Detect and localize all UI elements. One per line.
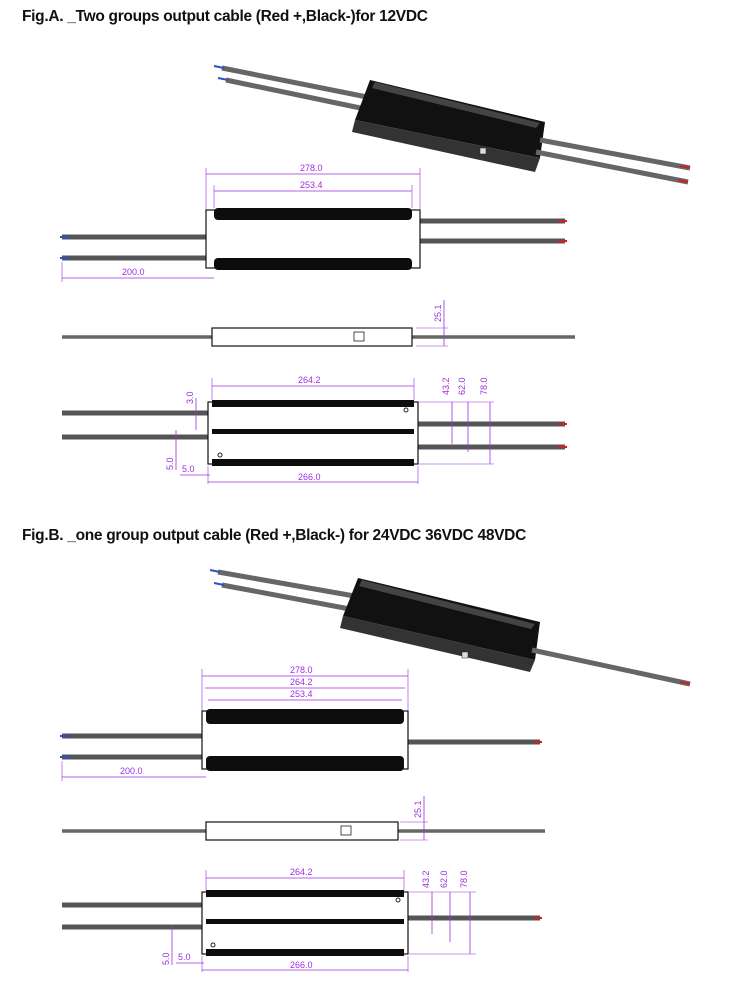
fig-a-side-view: 25.1	[62, 300, 575, 347]
fig-b-mount-v: 5.0	[161, 952, 171, 965]
fig-b-bottom-view: 264.2 266.0 5.0 5.0 43.2 62.0 78.0	[62, 867, 542, 972]
fig-b-mount-h: 5.0	[178, 952, 191, 962]
fig-b-title: Fig.B. _one group output cable (Red +,Bl…	[22, 527, 526, 544]
fig-b-side-view: 25.1	[62, 796, 545, 841]
fig-b-bottom-outer: 266.0	[290, 960, 313, 970]
fig-a-cable-length: 200.0	[122, 267, 145, 277]
fig-a-iso-view	[213, 65, 691, 185]
fig-b-side-height: 25.1	[413, 800, 423, 818]
fig-b-cable-length: 200.0	[120, 766, 143, 776]
fig-a-top-view: 278.0 253.4 200.0	[60, 163, 567, 282]
fig-a-h3: 78.0	[479, 377, 489, 395]
fig-a-mount-h: 5.0	[182, 464, 195, 474]
fig-a-mount-v: 5.0	[165, 457, 175, 470]
fig-a-top-length-total: 278.0	[300, 163, 323, 173]
fig-b-top-length-mid: 264.2	[290, 677, 313, 687]
fig-b-iso-view	[209, 569, 691, 687]
fig-b-bottom-inner: 264.2	[290, 867, 313, 877]
fig-a-h1: 43.2	[441, 377, 451, 395]
fig-b-h3: 78.0	[459, 870, 469, 888]
fig-b-h2: 62.0	[439, 870, 449, 888]
fig-a-bottom-view: 264.2 266.0 3.0 5.0 5.0 43.2 62.0 78.0	[62, 375, 567, 484]
fig-b-top-length-body: 253.4	[290, 689, 313, 699]
fig-b-h1: 43.2	[421, 870, 431, 888]
fig-a-bottom-inner: 264.2	[298, 375, 321, 385]
fig-a-side-height: 25.1	[433, 304, 443, 322]
fig-a-title: Fig.A. _Two groups output cable (Red +,B…	[22, 8, 428, 25]
fig-b-top-view: 278.0 264.2 253.4 200.0	[60, 665, 542, 781]
fig-b-top-length-total: 278.0	[290, 665, 313, 675]
fig-a-top-length-body: 253.4	[300, 180, 323, 190]
fig-a-bottom-outer: 266.0	[298, 472, 321, 482]
fig-a-gap: 3.0	[185, 391, 195, 404]
fig-a-h2: 62.0	[457, 377, 467, 395]
